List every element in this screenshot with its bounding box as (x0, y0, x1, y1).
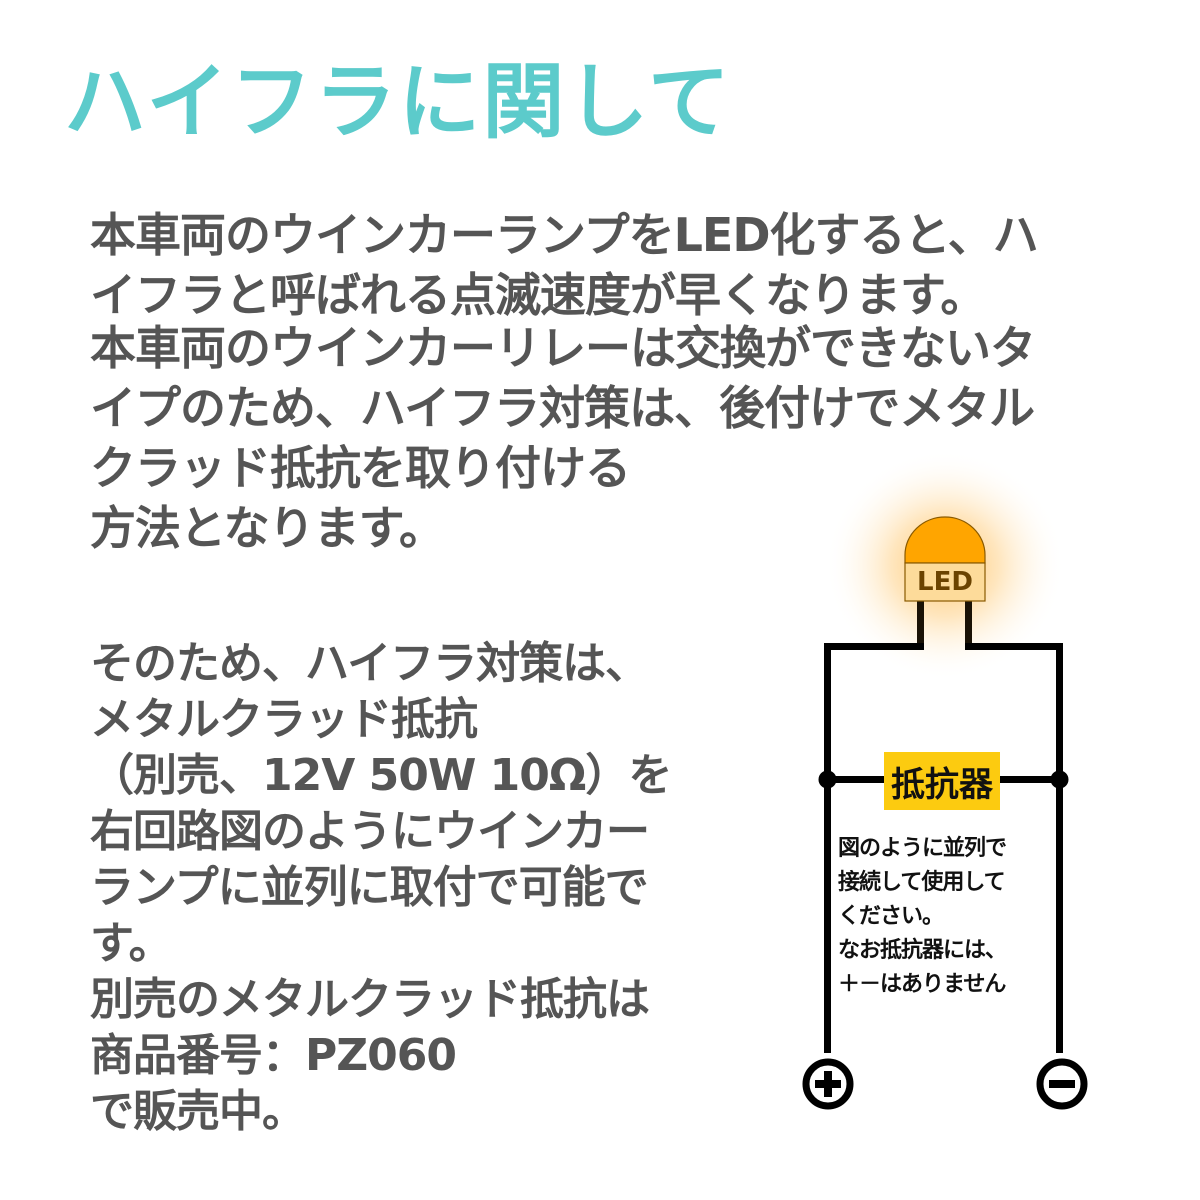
text-line: （別売、12V 50W 10Ω）を (90, 750, 672, 801)
text-line: メタルクラッド抵抗 (90, 694, 478, 745)
paragraph-resistor-solution: そのため、ハイフラ対策は、 メタルクラッド抵抗 （別売、12V 50W 10Ω）… (90, 636, 672, 1140)
wiring-note: 図のように並列で 接続して使用して ください。 なお抵抗器には、 ＋－はありませ… (838, 832, 1058, 1002)
text-line: ランプに並列に取付で可能で (90, 862, 649, 913)
text-line: で販売中。 (90, 1086, 306, 1137)
text-line: 別売のメタルクラッド抵抗は (90, 974, 650, 1025)
text-line: イプのため、ハイフラ対策は、後付けでメタル (90, 381, 1035, 435)
note-line: なお抵抗器には、 (838, 938, 1007, 963)
note-line: 図のように並列で (838, 836, 1007, 861)
text-line: 方法となります。 (90, 501, 445, 555)
paragraph-led-hyperflash: 本車両のウインカーランプをLED化すると、ハ イフラと呼ばれる点滅速度が早くなり… (90, 205, 1039, 325)
note-line: 接続して使用して (838, 870, 1006, 895)
led-label: LED (917, 567, 973, 597)
note-line: ＋－はありません (838, 972, 1006, 997)
text-line: イフラと呼ばれる点滅速度が早くなります。 (90, 268, 986, 322)
text-line: クラッド抵抗を取り付ける (90, 441, 631, 495)
text-line: す。 (90, 918, 173, 969)
paragraph-relay-info: 本車両のウインカーリレーは交換ができないタ イプのため、ハイフラ対策は、後付けで… (90, 318, 1036, 558)
resistor-label: 抵抗器 (884, 752, 1000, 810)
text-line: 本車両のウインカーランプをLED化すると、ハ (90, 208, 1039, 262)
note-line: ください。 (838, 904, 944, 929)
product-code-line: 商品番号：PZ060 (90, 1030, 457, 1081)
page-title: ハイフラに関して (64, 55, 732, 150)
text-line: 右回路図のようにウインカー (90, 806, 650, 857)
minus-terminal-icon (1036, 1058, 1088, 1110)
plus-terminal-icon (802, 1058, 854, 1110)
led-legs (917, 601, 972, 649)
text-line: 本車両のウインカーリレーは交換ができないタ (90, 321, 1036, 375)
text-line: そのため、ハイフラ対策は、 (90, 638, 649, 689)
